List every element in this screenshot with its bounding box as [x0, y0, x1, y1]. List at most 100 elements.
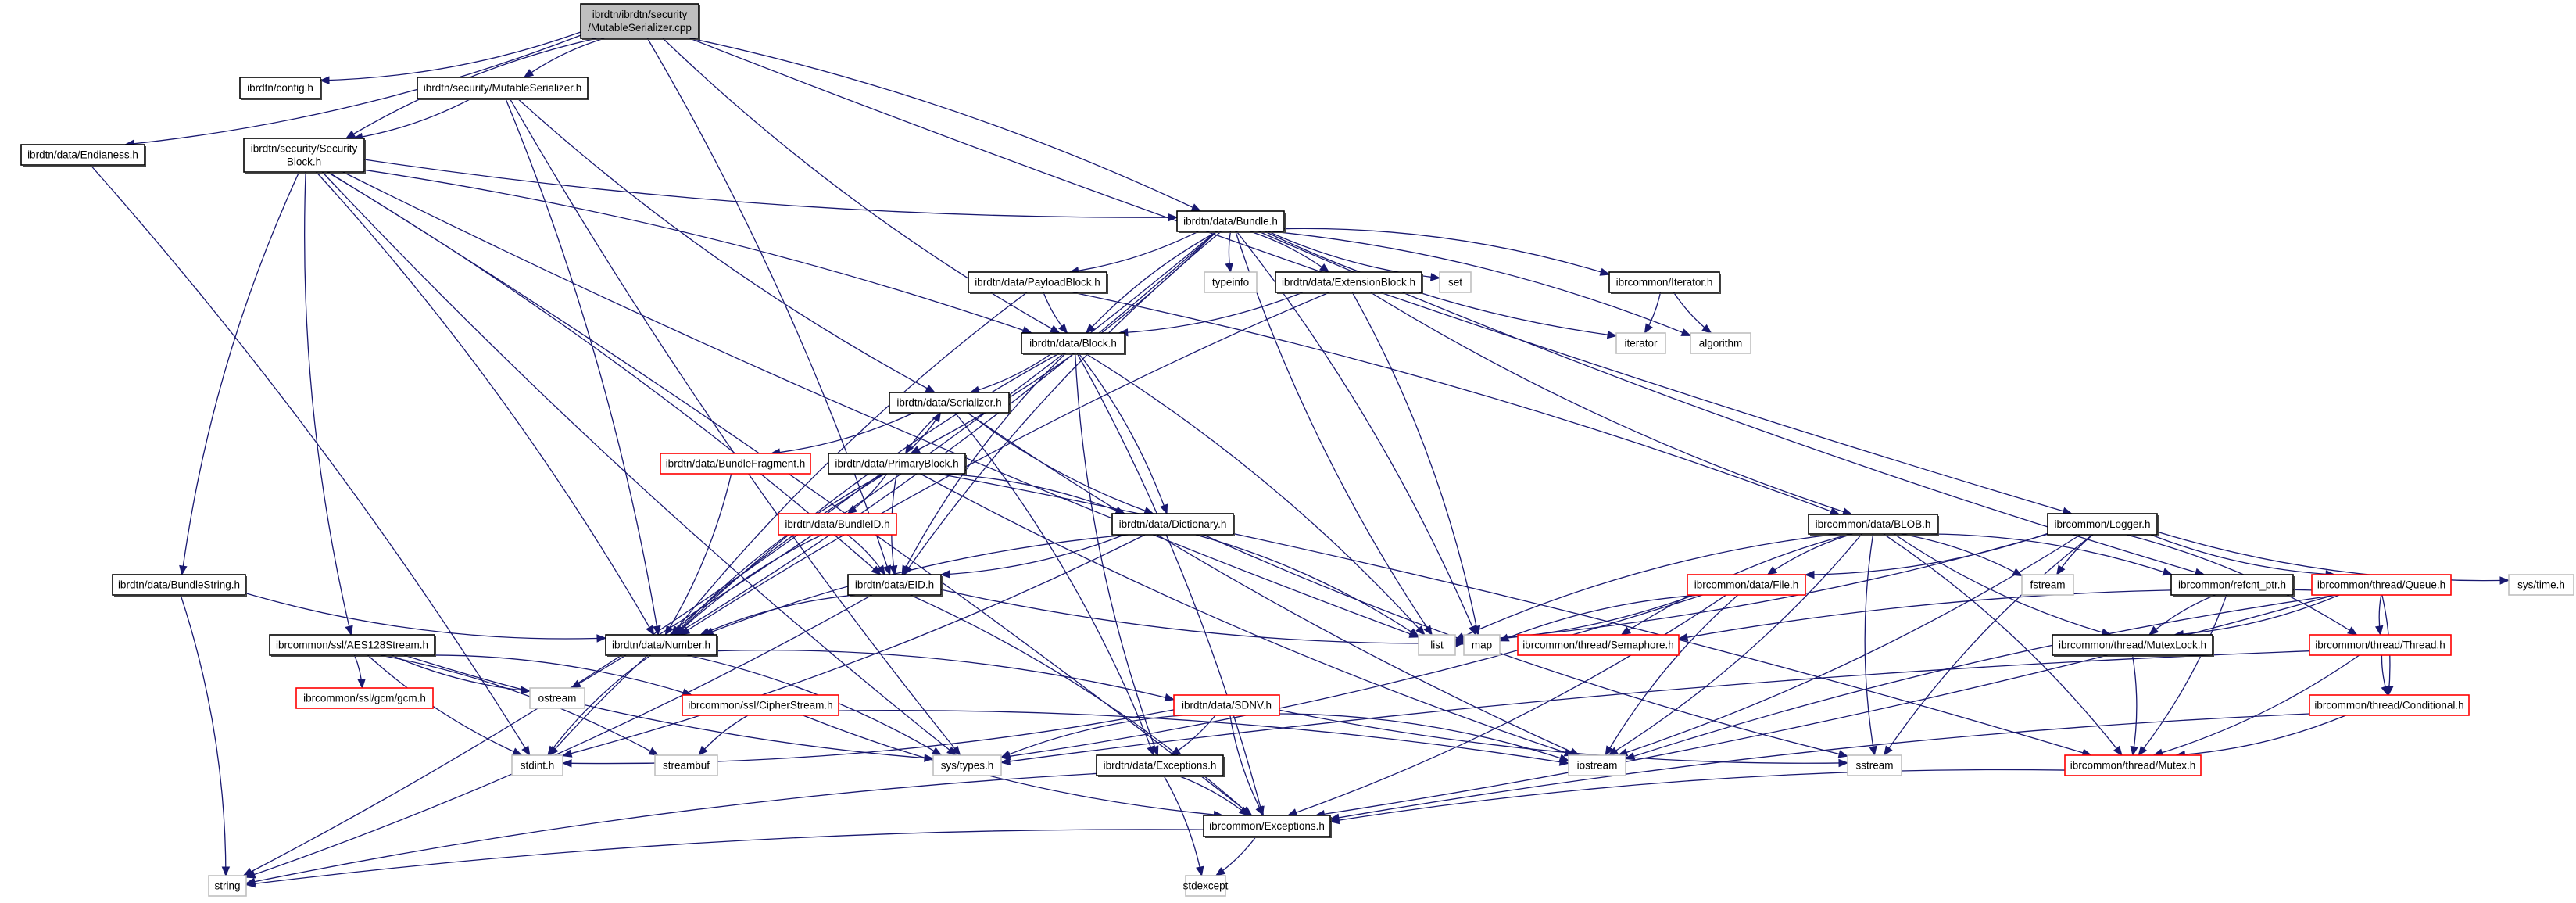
node-fstream: fstream [2021, 574, 2074, 596]
edge-thread-to-systypes [1000, 650, 2310, 765]
edge-secblock-to-bundle [363, 159, 1179, 222]
node-map: map [1463, 634, 1501, 656]
node-sdnv[interactable]: ibrdtn/data/SDNV.h [1173, 694, 1280, 716]
node-root[interactable]: ibrdtn/ibrdtn/security/MutableSerializer… [580, 3, 700, 40]
node-number[interactable]: ibrdtn/data/Number.h [605, 634, 718, 657]
edge-queue-to-thread [2374, 594, 2384, 636]
arrowhead-icon [2056, 564, 2066, 576]
node-eid[interactable]: ibrdtn/data/EID.h [847, 574, 943, 597]
node-conditional[interactable]: ibrcommon/thread/Conditional.h [2309, 694, 2470, 716]
node-cipher[interactable]: ibrcommon/ssl/CipherStream.h [682, 694, 839, 716]
node-label: sys/types.h [941, 760, 994, 772]
edge-sdnv-to-stdint [561, 709, 1175, 768]
edge-line [1229, 715, 1265, 816]
node-label: ibrcommon/ssl/CipherStream.h [688, 700, 832, 711]
node-aes[interactable]: ibrcommon/ssl/AES128Stream.h [269, 634, 436, 657]
arrowhead-icon [1160, 503, 1168, 515]
node-label: ibrdtn/data/BundleID.h [785, 518, 889, 530]
edge-line [967, 412, 1580, 756]
node-config[interactable]: ibrdtn/config.h [239, 77, 322, 100]
node-box [269, 634, 435, 656]
node-bundle[interactable]: ibrdtn/data/Bundle.h [1176, 210, 1286, 233]
node-serializer[interactable]: ibrdtn/data/Serializer.h [889, 392, 1011, 414]
node-bundleid[interactable]: ibrdtn/data/BundleID.h [778, 513, 897, 536]
node-thread[interactable]: ibrcommon/thread/Thread.h [2309, 634, 2452, 656]
node-stdint: stdint.h [511, 754, 564, 776]
node-dexc[interactable]: ibrdtn/data/Exceptions.h [1096, 754, 1225, 777]
node-box [2047, 513, 2158, 536]
node-shadow [1277, 274, 1423, 294]
edge-extblock-to-blob [1370, 292, 1853, 516]
arrowhead-icon [1430, 273, 1441, 281]
node-mutex[interactable]: ibrcommon/thread/Mutex.h [2064, 754, 2202, 776]
node-block[interactable]: ibrdtn/data/Block.h [1021, 332, 1126, 355]
node-box [2311, 574, 2452, 596]
node-box [1185, 875, 1226, 897]
node-label: iostream [1577, 760, 1618, 772]
node-semaphore[interactable]: ibrcommon/thread/Semaphore.h [1517, 634, 1680, 656]
edge-line [803, 715, 1223, 816]
edge-line [771, 412, 914, 454]
edge-primary-to-serializer [905, 411, 942, 454]
edge-dexc-to-stdexcept [1163, 775, 1204, 877]
node-mutexlock[interactable]: ibrcommon/thread/MutexLock.h [2052, 634, 2214, 657]
node-shadow [2054, 636, 2214, 657]
edge-line [703, 534, 1129, 636]
node-primary[interactable]: ibrdtn/data/PrimaryBlock.h [828, 453, 967, 475]
edge-queue-to-cexc [1315, 594, 2335, 819]
edge-mser-to-number [505, 98, 661, 636]
node-box [1615, 332, 1666, 354]
arrowhead-icon [931, 747, 943, 756]
arrowhead-icon [1677, 632, 1689, 642]
edge-line [1884, 534, 2093, 756]
edge-line [674, 353, 1060, 636]
node-stdexcept: stdexcept [1183, 875, 1229, 897]
node-dict[interactable]: ibrdtn/data/Dictionary.h [1111, 513, 1235, 536]
edge-root-to-eid [646, 38, 891, 576]
edge-line [524, 38, 605, 78]
node-box [1847, 754, 1902, 776]
node-label: ibrdtn/data/Serializer.h [896, 397, 1001, 409]
edge-line [505, 98, 659, 636]
node-box [682, 694, 839, 716]
node-box [1608, 271, 1720, 293]
node-shadow [1179, 213, 1286, 233]
edge-dexc-to-cexc [1177, 775, 1250, 816]
node-payload[interactable]: ibrdtn/data/PayloadBlock.h [968, 271, 1108, 294]
node-cexc[interactable]: ibrcommon/Exceptions.h [1203, 815, 1332, 838]
arrowhead-icon [1869, 745, 1877, 757]
node-bfrag[interactable]: ibrdtn/data/BundleFragment.h [660, 453, 811, 475]
node-extblock[interactable]: ibrdtn/data/ExtensionBlock.h [1275, 271, 1423, 294]
edge-dict-to-list [1195, 534, 1420, 637]
node-mser[interactable]: ibrdtn/security/MutableSerializer.h [417, 77, 589, 100]
edge-secblock-to-bstring [179, 171, 300, 576]
edge-line [700, 594, 856, 636]
edge-line [1930, 533, 2173, 575]
edge-line [680, 292, 1330, 636]
edge-line [1000, 594, 1703, 758]
edge-line [1864, 533, 1876, 756]
node-queue[interactable]: ibrcommon/thread/Queue.h [2311, 574, 2452, 596]
edge-line [1329, 769, 2066, 822]
node-bstring[interactable]: ibrdtn/data/BundleString.h [112, 574, 247, 597]
arrowhead-icon [547, 745, 556, 757]
node-box [968, 271, 1107, 293]
node-endian[interactable]: ibrdtn/data/Endianess.h [20, 144, 146, 167]
node-systime: sys/time.h [2508, 574, 2574, 596]
edge-line [562, 709, 1175, 765]
edge-line [1000, 715, 1183, 758]
edge-line [1085, 353, 1426, 636]
node-iteratorh[interactable]: ibrcommon/Iterator.h [1608, 271, 1721, 294]
node-gcm[interactable]: ibrcommon/ssl/gcm/gcm.h [295, 687, 434, 709]
node-logger[interactable]: ibrcommon/Logger.h [2047, 513, 2159, 536]
arrowhead-icon [319, 76, 330, 84]
node-refcnt[interactable]: ibrcommon/refcnt_ptr.h [2170, 574, 2295, 597]
edge-line [245, 594, 872, 878]
node-file[interactable]: ibrcommon/data/File.h [1687, 574, 1806, 596]
node-blob[interactable]: ibrcommon/data/BLOB.h [1808, 514, 1939, 536]
edge-line [646, 38, 891, 575]
edge-secblock-to-systypes [321, 171, 957, 756]
node-box [1021, 332, 1125, 354]
arrowhead-icon [1605, 745, 1614, 757]
